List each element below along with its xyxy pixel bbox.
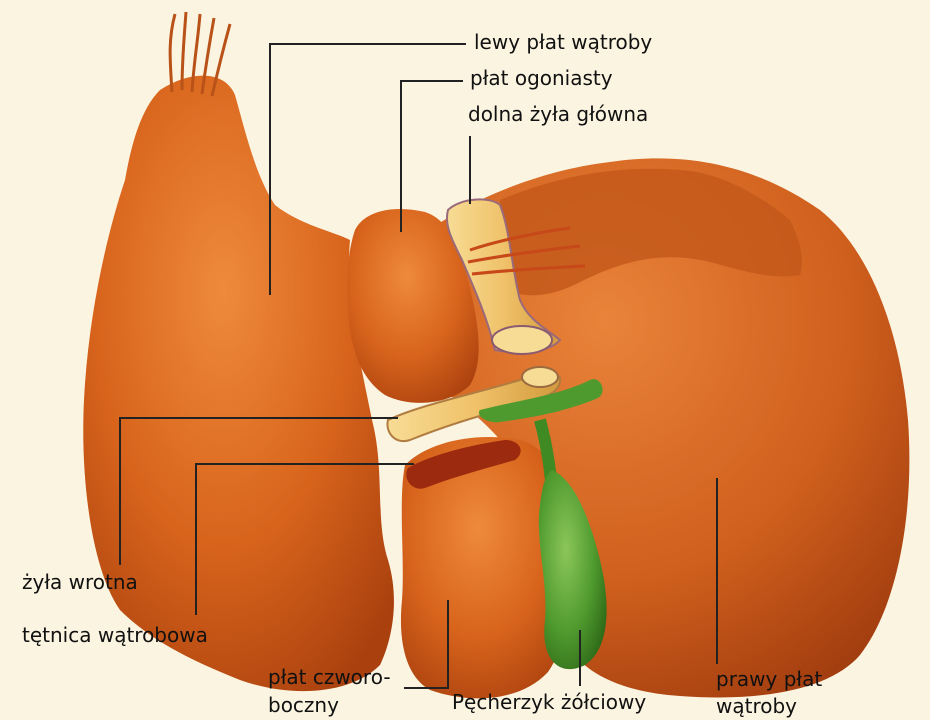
leader-line-portal-h	[120, 417, 398, 419]
label-right-lobe-line1: prawy płat	[716, 667, 822, 691]
vena-cava-opening	[492, 326, 552, 354]
label-hepatic-artery: tętnica wątrobowa	[22, 623, 208, 647]
label-quadrate-lobe-line2: boczny	[268, 693, 339, 717]
label-inferior-vena-cava: dolna żyła główna	[468, 102, 648, 126]
leader-line-caudate-h	[401, 80, 463, 82]
label-portal-vein: żyła wrotna	[22, 570, 138, 594]
leader-line-ivc	[469, 136, 471, 204]
leader-line-left-lobe-v	[269, 43, 271, 295]
label-left-lobe: lewy płat wątroby	[474, 30, 652, 54]
label-quadrate-lobe-line1: płat czworo-	[268, 665, 391, 689]
label-caudate-lobe: płat ogoniasty	[470, 66, 613, 90]
leader-line-artery-h	[196, 463, 414, 465]
leader-line-quadrate-h	[404, 687, 449, 689]
leader-line-left-lobe-h	[270, 43, 466, 45]
leader-line-artery-v	[195, 463, 197, 615]
leader-line-right-lobe	[716, 478, 718, 664]
portal-vein-opening	[522, 367, 558, 387]
leader-line-quadrate-v	[447, 600, 449, 688]
label-gallbladder: Pęcherzyk żółciowy	[452, 690, 646, 714]
leader-line-caudate-v	[400, 80, 402, 232]
left-lobe-shape	[83, 76, 394, 692]
label-right-lobe-line2: wątroby	[716, 694, 797, 718]
leader-line-portal-v	[119, 417, 121, 565]
leader-line-gallbladder	[579, 630, 581, 686]
